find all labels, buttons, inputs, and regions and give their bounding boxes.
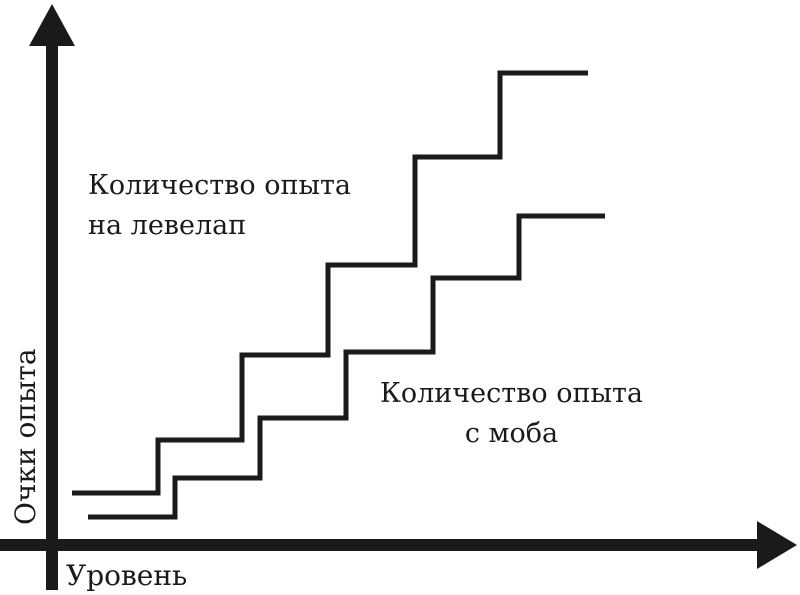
upper-step-line (72, 70, 588, 496)
upper-line-label: Количество опыта на левелап (88, 166, 351, 246)
y-axis-label: Очки опыта (9, 348, 42, 525)
lower-line-label-line-1: Количество опыта (380, 378, 643, 409)
lower-step-line (88, 213, 605, 520)
lower-line-label: Количество опыта с моба (380, 374, 643, 454)
x-axis-label: Уровень (66, 559, 188, 592)
x-axis-arrow-icon (757, 521, 797, 569)
y-axis-arrow-icon (29, 4, 75, 46)
upper-line-label-line-1: Количество опыта (88, 170, 351, 201)
upper-line-label-line-2: на левелап (88, 210, 247, 241)
lower-line-label-line-2: с моба (464, 418, 559, 449)
